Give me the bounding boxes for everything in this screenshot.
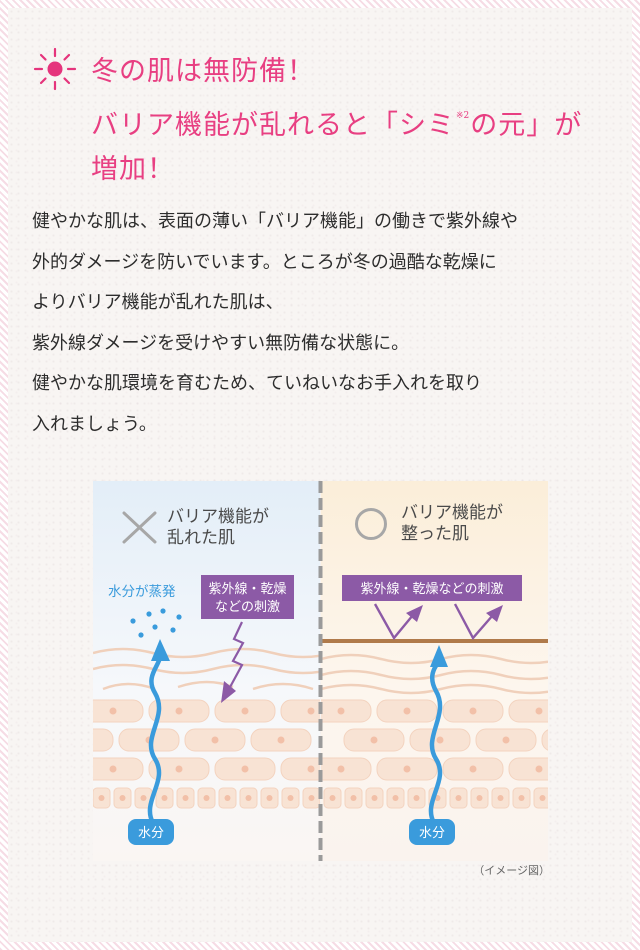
headline-line-1: 冬の肌は無防備！	[91, 56, 315, 87]
stimulus-box-right	[342, 575, 522, 601]
stimulus-box-left	[201, 575, 294, 619]
circle-icon	[355, 508, 387, 540]
zigzag-arrow	[221, 621, 245, 703]
moisture-label-right: 水分	[419, 826, 445, 841]
moisture-badge-right	[409, 819, 455, 845]
evaporation-label: 水分が蒸発	[108, 584, 176, 600]
skin-barrier-diagram: バリア機能が 乱れた肌 水分が蒸発 紫外線・乾燥 などの刺激 水分 バリア機能が…	[93, 481, 548, 861]
right-title-line-2: 整った肌	[401, 524, 469, 544]
deflected-arrow-2	[453, 603, 503, 641]
stimulus-box-right-label: 紫外線・乾燥などの刺激	[360, 581, 503, 597]
body-line: 外的ダメージを防いでいます。ところが冬の過酷な乾燥に	[32, 251, 497, 273]
stimulus-box-left-line-1: 紫外線・乾燥	[208, 581, 286, 597]
headline-line-2-start: バリア機能が乱れると「シミ	[91, 110, 455, 141]
headline: 冬の肌は無防備！ バリア機能が乱れると「シミ※2の元」が 増加！	[91, 50, 611, 192]
deflected-arrow-1	[373, 603, 423, 641]
body-line: よりバリア機能が乱れた肌は、	[32, 292, 284, 313]
moisture-badge-left	[128, 819, 174, 845]
image-caption: （イメージ図）	[473, 864, 550, 877]
body-line: 入れましょう。	[32, 413, 157, 435]
left-title-line-1: バリア機能が	[167, 507, 269, 527]
left-title-line-2: 乱れた肌	[167, 528, 235, 548]
body-paragraph: 健やかな肌は、表面の薄い「バリア機能」の働きで紫外線や 外的ダメージを防いでいま…	[32, 202, 622, 445]
headline-line-2-end: の元」が	[470, 110, 583, 141]
moisture-arrow-left	[147, 639, 170, 826]
moisture-arrow-right	[428, 645, 448, 826]
body-line: 紫外線ダメージを受けやすい無防備な状態に。	[32, 332, 410, 354]
cross-icon	[122, 511, 157, 544]
body-line: 健やかな肌は、表面の薄い「バリア機能」の働きで紫外線や	[32, 211, 518, 232]
stimulus-box-left-line-2: などの刺激	[215, 600, 280, 615]
barrier-line	[321, 639, 548, 643]
moisture-label-left: 水分	[138, 826, 164, 841]
headline-line-3: 増加！	[91, 154, 175, 185]
sun-icon	[33, 47, 77, 91]
headline-line-2: バリア機能が乱れると「シミ※2の元」が	[91, 94, 611, 148]
water-droplets	[130, 608, 182, 638]
right-title-line-1: バリア機能が	[401, 503, 503, 523]
footnote-marker: ※2	[456, 111, 470, 121]
body-line: 健やかな肌環境を育むため、ていねいなお手入れを取り	[32, 373, 482, 394]
